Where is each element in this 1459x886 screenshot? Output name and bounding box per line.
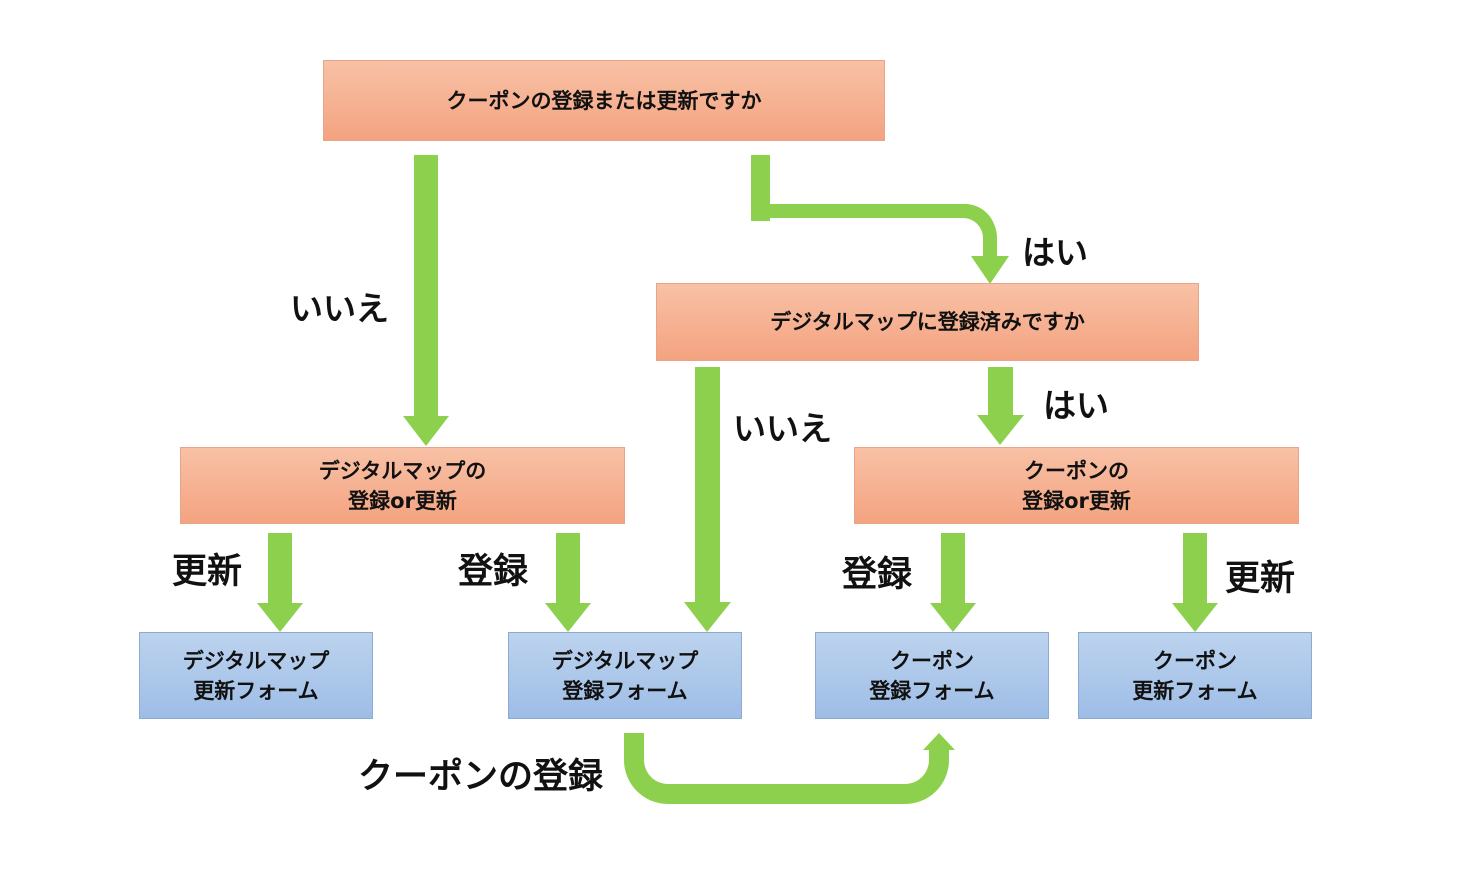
arrow-yes-2 xyxy=(977,367,1024,445)
node-digital-map-update-form: デジタルマップ 更新フォーム xyxy=(139,632,373,719)
arrow-register-1 xyxy=(545,533,591,632)
arrow-coupon-register xyxy=(624,733,955,804)
node-coupon-register-or-update-question: クーポンの登録または更新ですか xyxy=(323,60,885,141)
node-digital-map-register-or-update: デジタルマップの 登録or更新 xyxy=(180,447,625,524)
arrow-register-2 xyxy=(930,533,976,632)
node-digital-map-register-form: デジタルマップ 登録フォーム xyxy=(508,632,742,719)
arrow-no-1 xyxy=(403,155,449,446)
node-digital-map-registered-question: デジタルマップに登録済みですか xyxy=(656,283,1199,361)
edge-label-update-2: 更新 xyxy=(1225,559,1296,599)
edge-label-update-1: 更新 xyxy=(172,552,243,592)
edge-label-no-1: いいえ xyxy=(290,289,389,328)
edge-label-no-2: いいえ xyxy=(733,409,832,448)
edge-label-register-2: 登録 xyxy=(842,555,913,595)
node-coupon-register-form: クーポン 登録フォーム xyxy=(815,632,1049,719)
arrow-update-1 xyxy=(257,533,303,632)
arrow-yes-1 xyxy=(751,155,1009,284)
edge-label-yes-1: はい xyxy=(1022,233,1088,272)
edge-label-coupon-register: クーポンの登録 xyxy=(358,757,604,797)
arrow-update-2 xyxy=(1172,533,1218,632)
arrow-no-2 xyxy=(684,367,731,632)
edge-label-register-1: 登録 xyxy=(458,552,529,592)
node-coupon-update-form: クーポン 更新フォーム xyxy=(1078,632,1312,719)
edge-label-yes-2: はい xyxy=(1043,386,1109,425)
node-coupon-register-or-update: クーポンの 登録or更新 xyxy=(854,447,1299,524)
